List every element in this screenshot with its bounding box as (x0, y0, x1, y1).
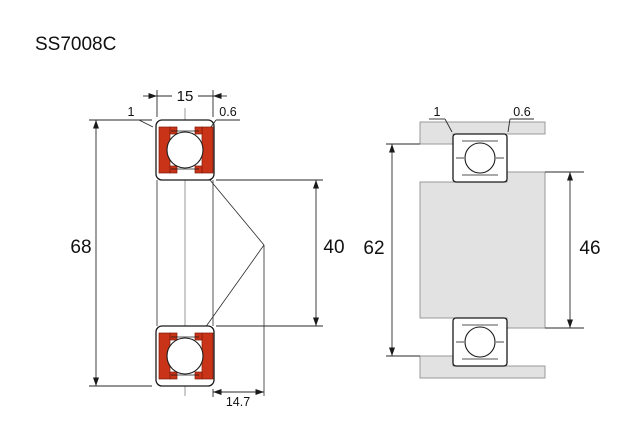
mounted-top-ball (464, 142, 496, 174)
outer-diameter-dimension: 68 (70, 119, 152, 387)
mount-chamfer-inner-callout: 0.6 (507, 105, 534, 133)
width-dimension: 15 (143, 87, 227, 117)
housing-abutment-dimension: 62 (363, 143, 420, 357)
width-dim-label: 15 (177, 88, 194, 105)
top-ball (166, 131, 204, 169)
bore-diameter-dimension: 40 (216, 179, 345, 327)
mount-chamfer-inner-label: 0.6 (513, 105, 530, 119)
top-seals (158, 126, 214, 174)
shaft-abutment-dimension: 46 (545, 171, 601, 329)
chamfer-outer-label: 1 (128, 105, 135, 119)
mounted-bearing-bottom (452, 317, 508, 367)
outer-diameter-label: 68 (70, 237, 91, 258)
bottom-ball (166, 337, 204, 375)
load-center-dimension: 14.7 (212, 389, 264, 409)
chamfer-inner-label: 0.6 (219, 105, 236, 119)
bottom-race-block (155, 325, 215, 387)
mount-chamfer-outer-callout: 1 (429, 105, 453, 133)
load-center-label: 14.7 (226, 395, 250, 409)
mounted-bearing-top (452, 133, 508, 183)
metal-sections (419, 121, 546, 379)
bearing-cross-section-view: 15 1 0.6 68 40 (70, 87, 345, 409)
mounted-bottom-ball (464, 326, 496, 358)
top-race-block (155, 119, 215, 181)
chamfer-outer-callout: 1 (123, 105, 154, 128)
bottom-seals (158, 332, 214, 380)
bore-diameter-label: 40 (323, 237, 344, 258)
housing-abutment-label: 62 (363, 238, 384, 259)
shaft-section (419, 171, 546, 329)
chamfer-inner-callout: 0.6 (210, 105, 240, 128)
page-title: SS7008C (35, 34, 116, 55)
mounting-abutment-view: 1 0.6 62 46 (363, 105, 601, 379)
shaft-abutment-label: 46 (579, 238, 600, 259)
bore-silhouette-lines (156, 180, 214, 326)
mount-chamfer-outer-label: 1 (434, 105, 441, 119)
